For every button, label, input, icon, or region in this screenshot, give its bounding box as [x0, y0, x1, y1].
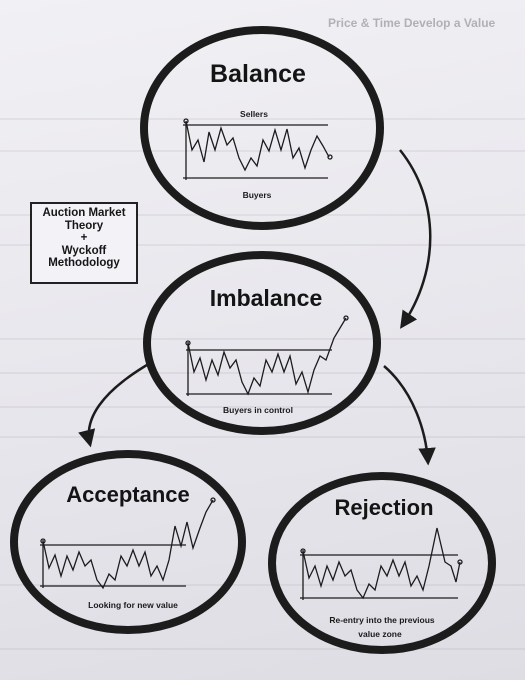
arrow-imbalance-to-rejection	[383, 365, 436, 466]
imbalance-end-point	[343, 315, 349, 321]
imbalance-chart	[185, 315, 349, 396]
method-line: Theory	[64, 219, 104, 232]
acceptance-chart	[40, 497, 216, 590]
balance-title: Balance	[210, 60, 306, 88]
balance-price-path	[185, 120, 330, 172]
rejection-label-line2: value zone	[358, 629, 402, 639]
bleed-line	[0, 150, 525, 152]
bleed-line	[0, 244, 525, 246]
rejection-chart	[300, 527, 463, 600]
bleed-line	[0, 436, 525, 438]
bleed-line	[0, 338, 525, 340]
bleed-line	[0, 406, 525, 408]
balance-ellipse	[140, 26, 384, 230]
rejection-end-point	[457, 559, 463, 565]
acceptance-title: Acceptance	[66, 482, 190, 507]
method-line: +	[80, 232, 88, 244]
method-line: Methodology	[48, 257, 120, 269]
balance-buyers-label: Buyers	[242, 190, 272, 200]
imbalance-start-point	[185, 340, 191, 346]
rejection-ellipse	[268, 472, 496, 654]
balance-end-point	[327, 154, 333, 160]
rejection-start-point	[300, 548, 306, 554]
rejection-title: Rejection	[334, 495, 434, 520]
balance-start-point	[183, 118, 189, 124]
acceptance-ellipse	[10, 450, 246, 634]
balance-chart	[183, 118, 333, 180]
imbalance-ellipse	[143, 251, 381, 435]
acceptance-start-point	[40, 538, 46, 544]
acceptance-end-point	[210, 497, 216, 503]
rejection-label-line1: Re-entry into the previous	[329, 615, 435, 625]
balance-sellers-label: Sellers	[240, 109, 268, 119]
imbalance-title: Imbalance	[209, 285, 323, 311]
bleed-line	[0, 584, 525, 586]
imbalance-price-path	[187, 317, 347, 396]
bleed-line	[0, 118, 525, 120]
method-line: Auction Market	[42, 207, 126, 219]
arrow-imbalance-to-acceptance	[78, 360, 153, 448]
bleed-line	[0, 214, 525, 216]
acceptance-price-path	[42, 499, 214, 590]
imbalance-label: Buyers in control	[223, 405, 293, 415]
page-header: Price & Time Develop a Value	[328, 16, 496, 30]
rejection-price-path	[302, 527, 461, 600]
acceptance-label: Looking for new value	[88, 600, 178, 610]
method-line: Wyckoff	[61, 244, 107, 257]
method-box: Auction Market Theory + Wyckoff Methodol…	[30, 202, 138, 284]
arrow-balance-to-imbalance	[399, 149, 432, 329]
bleed-line	[0, 648, 525, 650]
